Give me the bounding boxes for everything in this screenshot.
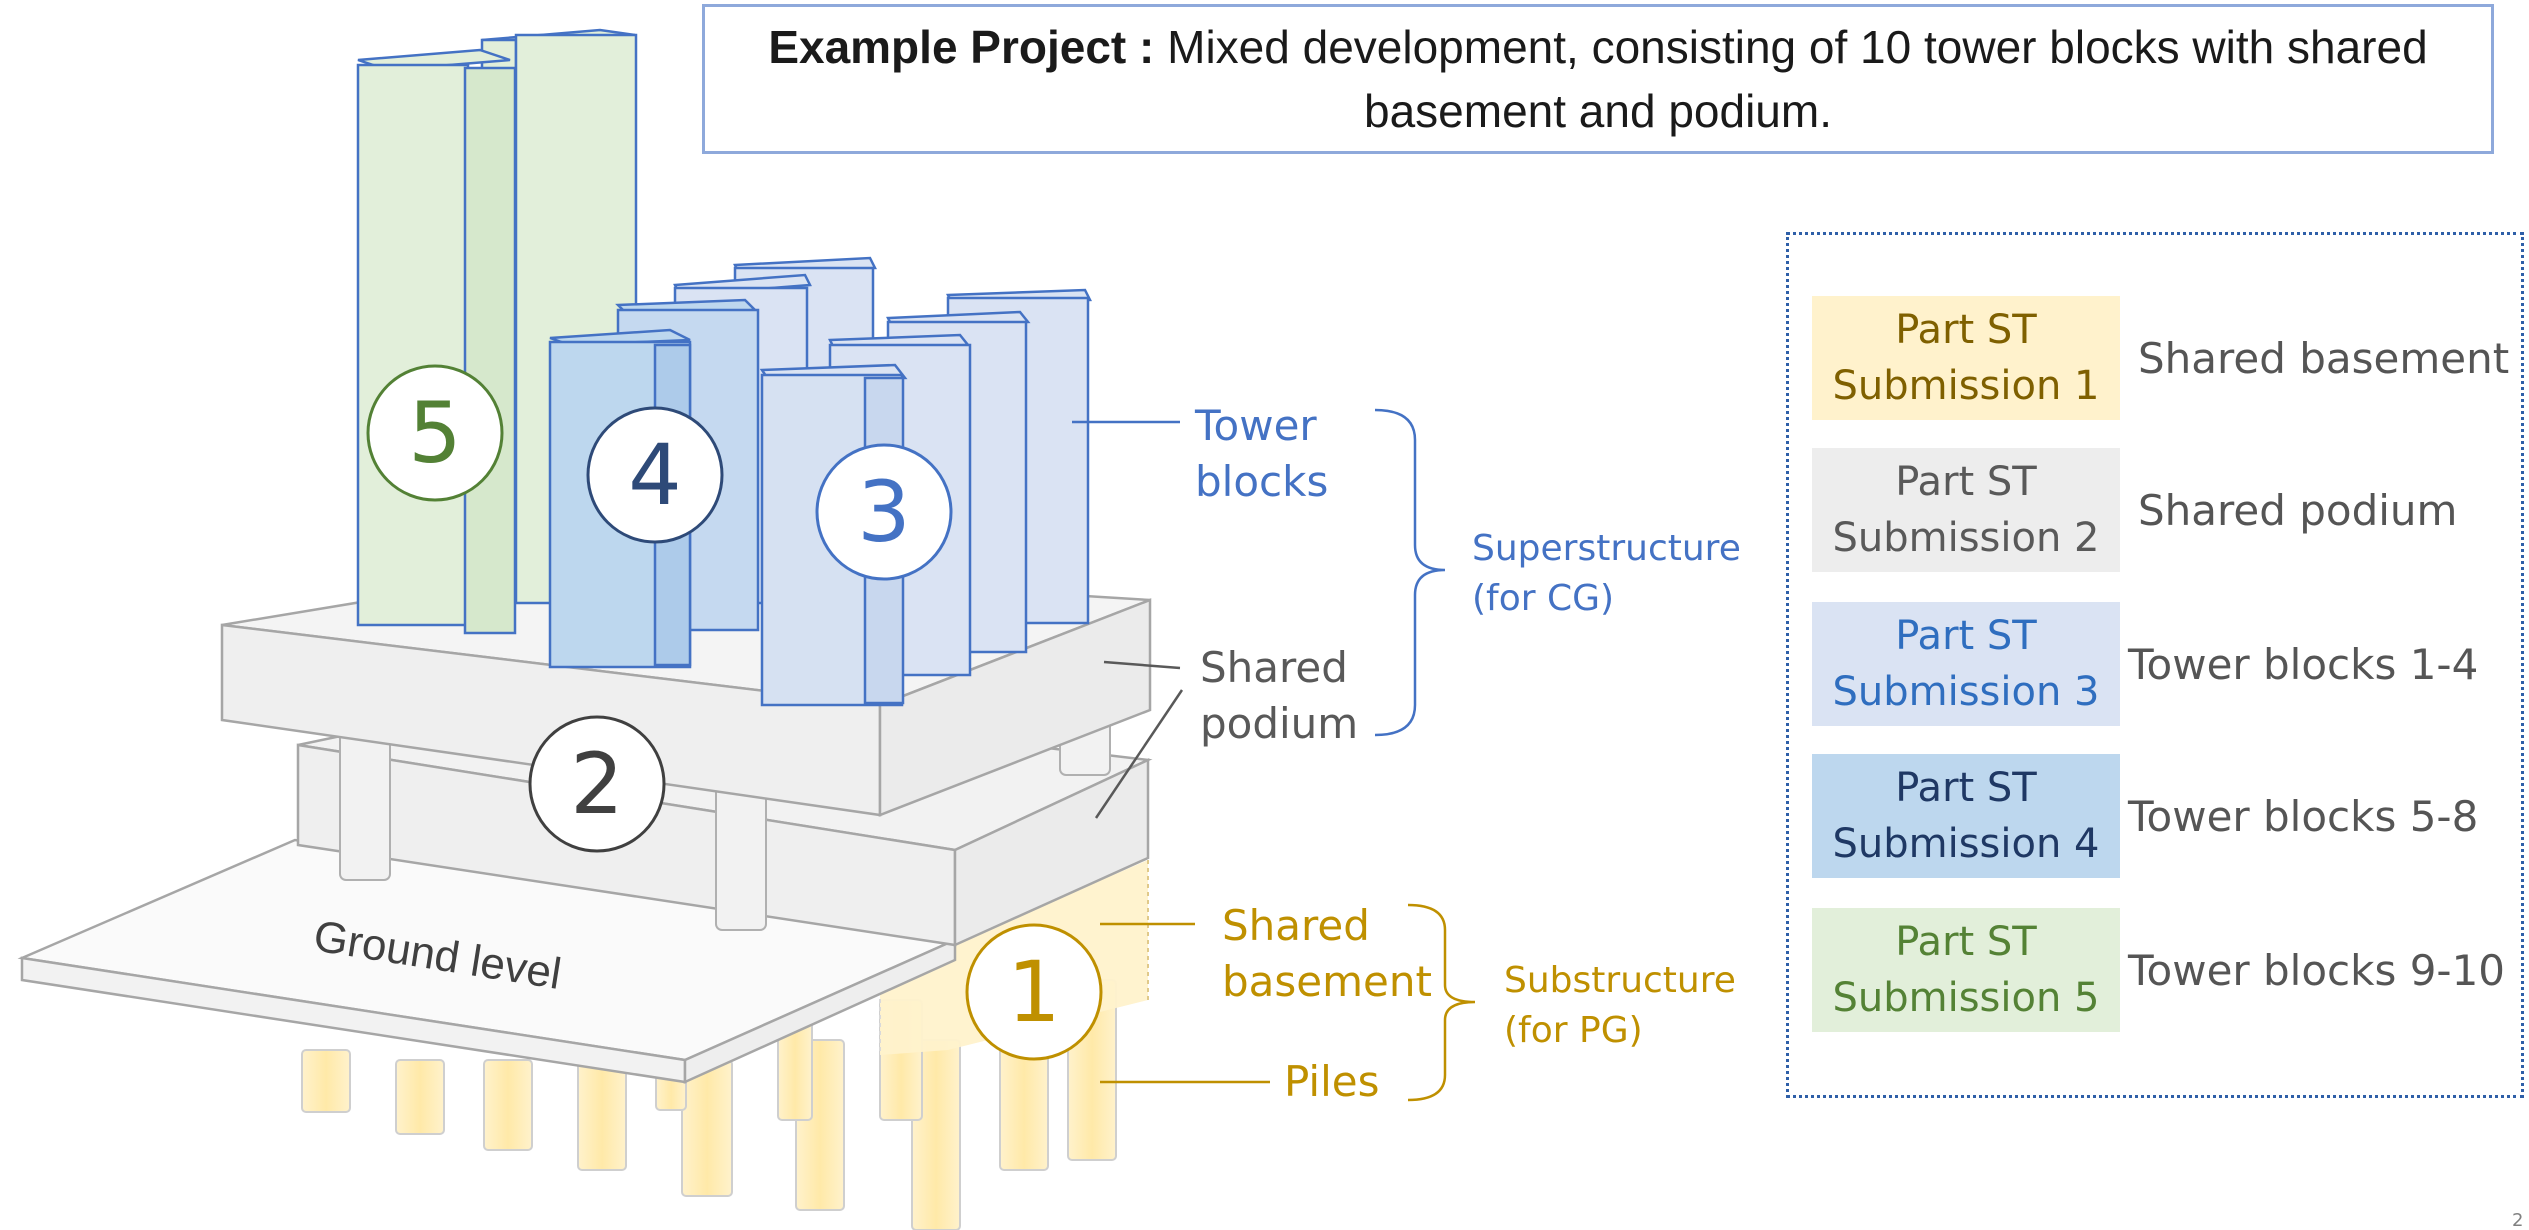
pile [395, 1059, 445, 1135]
submission-chip-4-line2: Submission 4 [1832, 821, 2100, 867]
ground-level-slab [17, 838, 960, 1084]
submission-chip-5-line1: Part ST [1895, 919, 2037, 965]
podium-leader [1103, 660, 1181, 670]
number-5: 5 [408, 384, 461, 482]
number-3-badge: 3 [815, 443, 953, 581]
submission-chip-1: Part ST Submission 1 [1812, 296, 2120, 420]
submission-desc-4: Tower blocks 5-8 [2128, 791, 2479, 841]
tower-blocks-label-2: blocks [1195, 457, 1328, 506]
substructure-bracket [1407, 903, 1476, 1102]
number-1: 1 [1007, 943, 1060, 1041]
submission-row-4: Part ST Submission 4 Tower blocks 5-8 [1812, 754, 2478, 878]
submission-chip-2-line1: Part ST [1895, 459, 2037, 505]
superstructure-label-2: (for CG) [1472, 578, 1614, 619]
leader-lines [1072, 420, 1270, 1084]
submission-desc-2: Shared podium [2138, 485, 2458, 535]
number-2: 2 [570, 735, 623, 833]
column [339, 729, 391, 881]
submission-chip-1-line1: Part ST [1895, 307, 2037, 353]
shared-podium-label-2: podium [1200, 699, 1358, 748]
number-5-badge: 5 [366, 364, 504, 502]
number-2-badge: 2 [528, 715, 666, 853]
substructure-label-1: Substructure [1504, 960, 1736, 1001]
project-title-label: Example Project : [768, 21, 1155, 73]
shared-basement-label-2: basement [1222, 957, 1432, 1006]
page-number: 2 [2512, 1210, 2523, 1230]
project-title-box: Example Project : Mixed development, con… [702, 4, 2494, 154]
submission-row-1: Part ST Submission 1 Shared basement [1812, 296, 2509, 420]
piles-label: Piles [1284, 1057, 1379, 1106]
podium-leader-2 [1094, 689, 1184, 819]
submission-row-3: Part ST Submission 3 Tower blocks 1-4 [1812, 602, 2478, 726]
submission-desc-3: Tower blocks 1-4 [2128, 639, 2479, 689]
submission-chip-2-line2: Submission 2 [1832, 515, 2100, 561]
superstructure-bracket [1374, 408, 1446, 737]
superstructure-label-1: Superstructure [1472, 528, 1741, 569]
number-1-badge: 1 [965, 923, 1103, 1061]
submission-chip-1-line2: Submission 1 [1832, 363, 2100, 409]
submission-chip-2: Part ST Submission 2 [1812, 448, 2120, 572]
submissions-legend [1786, 232, 2524, 1098]
pile [577, 1059, 627, 1171]
pile [483, 1059, 533, 1151]
submission-row-2: Part ST Submission 2 Shared podium [1812, 448, 2457, 572]
submission-chip-3-line1: Part ST [1895, 613, 2037, 659]
submission-chip-4-line1: Part ST [1895, 765, 2037, 811]
shared-basement-label-1: Shared [1222, 901, 1370, 950]
project-title-text: Mixed development, consisting of 10 towe… [1154, 21, 2428, 137]
submission-chip-5-line2: Submission 5 [1832, 975, 2100, 1021]
substructure-label-2: (for PG) [1504, 1010, 1643, 1051]
pile [301, 1049, 351, 1113]
number-3: 3 [857, 463, 910, 561]
tower-blocks-label-1: Tower [1194, 401, 1317, 450]
submission-desc-1: Shared basement [2138, 333, 2510, 383]
submission-row-5: Part ST Submission 5 Tower blocks 9-10 [1812, 908, 2505, 1032]
submission-desc-5: Tower blocks 9-10 [2128, 945, 2506, 995]
submission-chip-5: Part ST Submission 5 [1812, 908, 2120, 1032]
number-4: 4 [628, 426, 681, 524]
column [715, 779, 767, 931]
number-4-badge: 4 [586, 406, 724, 544]
submission-chip-3: Part ST Submission 3 [1812, 602, 2120, 726]
shared-podium-label-1: Shared [1200, 643, 1348, 692]
project-title: Example Project : Mixed development, con… [705, 15, 2491, 143]
submission-chip-3-line2: Submission 3 [1832, 669, 2100, 715]
submission-chip-4: Part ST Submission 4 [1812, 754, 2120, 878]
